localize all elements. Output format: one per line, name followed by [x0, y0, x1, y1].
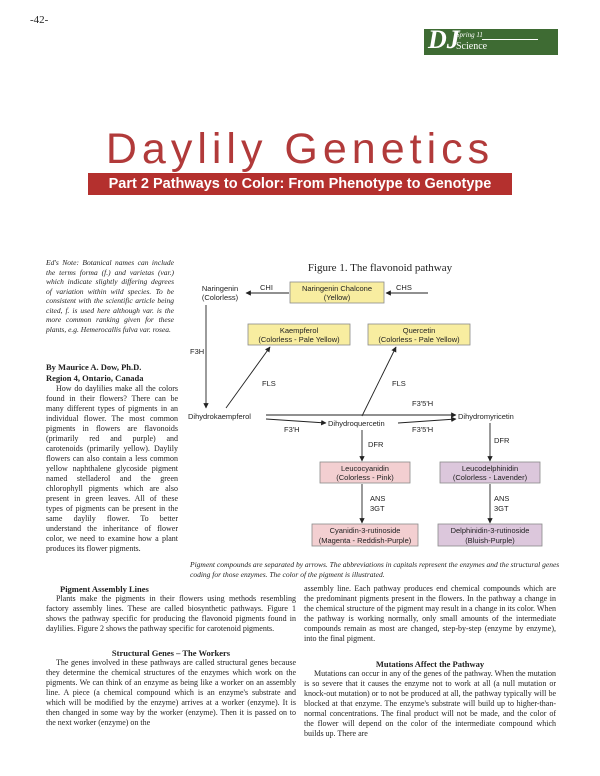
logo-season: Spring 11	[456, 31, 483, 39]
enzyme-f3h-prime: F3'H	[284, 425, 300, 434]
leucodelphinidin-color: (Colorless - Lavender)	[453, 473, 528, 482]
kaempferol-box	[247, 323, 351, 346]
delphinidin-box	[437, 523, 543, 547]
arrow-f3h-prime	[265, 418, 327, 426]
page-title: Daylily Genetics	[105, 125, 495, 173]
enzyme-ans-right: ANS	[494, 494, 509, 503]
leucocyanidin-color: (Colorless - Pink)	[336, 473, 394, 482]
figure-caption: Pigment compounds are separated by arrow…	[190, 560, 560, 579]
cyanidin-color: (Magenta - Reddish-Purple)	[319, 536, 412, 545]
leucodelphinidin-box	[439, 461, 541, 484]
enzyme-fls-left: FLS	[262, 379, 276, 388]
enzyme-chs: CHS	[396, 283, 412, 292]
leucodelphinidin-label: Leucodelphinidin	[462, 464, 518, 473]
chalcone-label: Naringenin Chalcone	[302, 284, 372, 293]
paragraph-structural-genes: The genes involved in these pathways are…	[46, 658, 296, 727]
page-number: -42-	[30, 14, 49, 26]
naringenin-label: Naringenin	[202, 284, 238, 293]
editors-note: Ed's Note: Botanical names can include t…	[46, 258, 174, 334]
enzyme-dfr-right: DFR	[494, 436, 510, 445]
quercetin-box	[367, 323, 471, 346]
dihydroquercetin-label: Dihydroquercetin	[328, 419, 385, 428]
logo-category: Science	[456, 41, 488, 52]
heading-structural-genes: Structural Genes – The Workers	[111, 648, 231, 658]
dihydrokaempferol-label: Dihydrokaempferol	[188, 412, 251, 421]
journal-logo: DJ Spring 11 Science	[424, 25, 558, 55]
enzyme-dfr-left: DFR	[368, 440, 384, 449]
delphinidin-label: Delphinidin-3-rutinoside	[451, 526, 530, 535]
author-name: By Maurice A. Dow, Ph.D.	[46, 362, 142, 372]
byline: By Maurice A. Dow, Ph.D. Region 4, Ontar…	[46, 362, 176, 383]
enzyme-f3h: F3H	[190, 347, 204, 356]
kaempferol-label: Kaempferol	[280, 326, 319, 335]
kaempferol-color: (Colorless - Pale Yellow)	[258, 335, 340, 344]
logo-rule	[482, 39, 538, 40]
chalcone-color: (Yellow)	[324, 293, 351, 302]
dihydromyricetin-label: Dihydromyricetin	[458, 412, 514, 421]
naringenin-color: (Colorless)	[202, 293, 239, 302]
enzyme-chi: CHI	[260, 283, 273, 292]
leucocyanidin-label: Leucocyanidin	[341, 464, 389, 473]
arrow-fls-right	[361, 346, 397, 417]
author-region: Region 4, Ontario, Canada	[46, 372, 144, 383]
logo-mark: DJ	[428, 25, 460, 54]
leucocyanidin-box	[319, 461, 411, 484]
arrow-f35h-bottom	[397, 416, 457, 424]
paragraph-mutations: Mutations can occur in any of the genes …	[304, 669, 556, 738]
cyanidin-box	[311, 523, 419, 547]
arrow-fls-left	[225, 346, 271, 409]
enzyme-f35h-bottom: F3'5'H	[412, 425, 433, 434]
heading-mutations: Mutations Affect the Pathway	[375, 659, 485, 669]
enzyme-3gt-left: 3GT	[370, 504, 385, 513]
delphinidin-color: (Bluish-Purple)	[465, 536, 515, 545]
figure-title: Figure 1. The flavonoid pathway	[307, 262, 453, 274]
intro-paragraph: How do daylilies make all the colors fou…	[46, 384, 178, 553]
paragraph-assembly-continued: assembly line. Each pathway produces end…	[304, 584, 556, 643]
paragraph-assembly-lines: Plants make the pigments in their flower…	[46, 594, 296, 633]
quercetin-color: (Colorless - Pale Yellow)	[378, 335, 460, 344]
enzyme-f35h-top: F3'5'H	[412, 399, 433, 408]
enzyme-3gt-right: 3GT	[494, 504, 509, 513]
quercetin-label: Quercetin	[403, 326, 436, 335]
heading-assembly-lines: Pigment Assembly Lines	[60, 584, 149, 594]
cyanidin-label: Cyanidin-3-rutinoside	[330, 526, 401, 535]
enzyme-fls-right: FLS	[392, 379, 406, 388]
flavonoid-pathway-diagram: Naringenin (Colorless) Naringenin Chalco…	[188, 281, 543, 547]
enzyme-ans-left: ANS	[370, 494, 385, 503]
chalcone-box	[289, 281, 385, 304]
page-subtitle: Part 2 Pathways to Color: From Phenotype…	[88, 173, 512, 195]
